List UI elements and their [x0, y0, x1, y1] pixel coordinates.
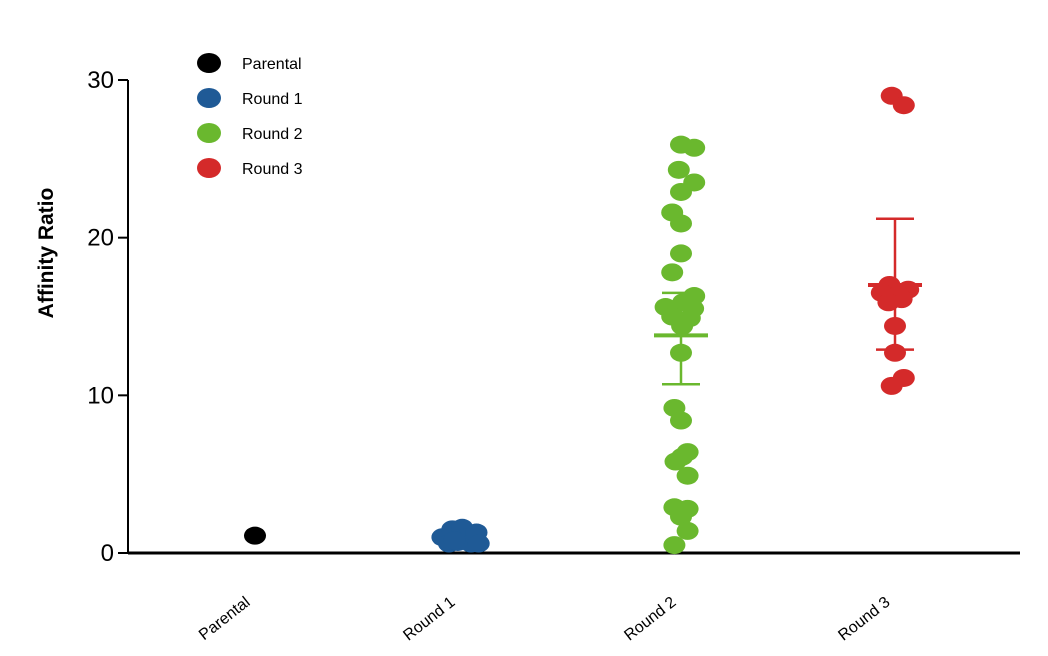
data-point: [884, 343, 906, 362]
legend-label: Round 2: [242, 126, 303, 143]
data-point: [892, 96, 915, 115]
data-points: [244, 86, 920, 555]
data-point: [877, 293, 900, 312]
x-tick-label: Round 2: [621, 594, 679, 645]
data-point: [670, 507, 692, 526]
data-point: [670, 182, 692, 201]
x-tick-label: Round 1: [400, 594, 458, 645]
x-tick-label: Round 3: [835, 594, 893, 645]
data-point: [683, 138, 706, 157]
y-tick-label: 20: [87, 225, 114, 252]
y-axis: 0 10 20 30: [87, 67, 129, 567]
legend-marker: [197, 53, 221, 73]
data-point: [467, 534, 490, 553]
data-point: [670, 214, 692, 233]
y-axis-title: Affinity Ratio: [35, 188, 58, 319]
data-point: [663, 536, 686, 555]
y-tick-label: 30: [87, 67, 114, 94]
y-tick-label: 0: [101, 540, 114, 567]
data-point: [670, 411, 692, 430]
data-point: [443, 531, 466, 550]
legend-label: Parental: [242, 56, 302, 73]
data-point: [670, 343, 692, 362]
data-point: [661, 263, 684, 282]
data-point: [884, 316, 906, 335]
data-point: [244, 526, 266, 545]
data-point: [671, 316, 694, 335]
data-point: [676, 521, 699, 540]
data-point: [676, 466, 699, 485]
legend-marker: [197, 158, 221, 178]
data-point: [667, 160, 690, 179]
legend-marker: [197, 123, 221, 143]
legend-label: Round 1: [242, 91, 303, 108]
data-point: [880, 376, 903, 395]
y-tick-label: 10: [87, 382, 114, 409]
data-point: [664, 452, 687, 471]
legend-marker: [197, 88, 221, 108]
x-tick-label: Parental: [196, 594, 253, 644]
x-axis: Parental Round 1 Round 2 Round 3: [128, 551, 1020, 645]
data-point: [670, 244, 692, 263]
legend-label: Round 3: [242, 161, 303, 178]
